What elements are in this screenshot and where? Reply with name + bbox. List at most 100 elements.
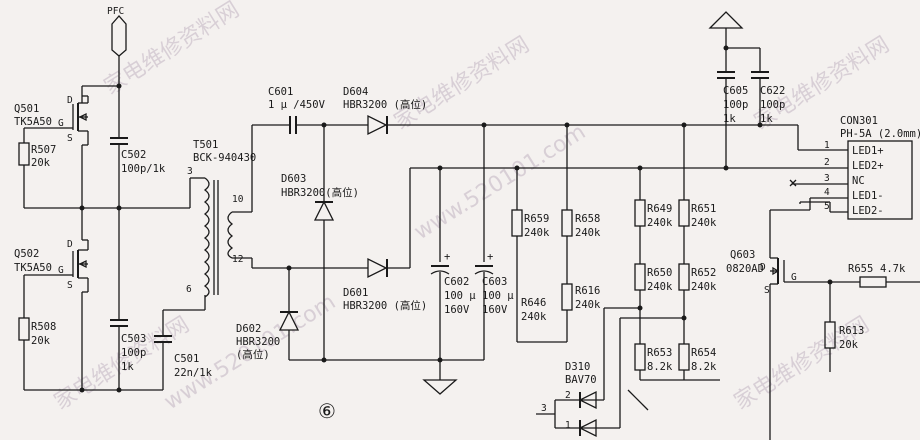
con301-pin-5: 5	[824, 201, 830, 212]
c503-voltage: 1k	[121, 361, 134, 373]
r653-ref: R653	[647, 347, 672, 359]
d603-value: HBR3200(高位)	[281, 186, 359, 199]
r646-value: 240k	[521, 311, 547, 323]
c503-ref: C503	[121, 333, 146, 345]
q501-part: TK5A50	[14, 116, 52, 128]
r649-r653-chain: R649 240k R650 240k R653 8.2k	[634, 165, 673, 380]
t501-pin3: 3	[187, 166, 193, 177]
c502-ref: C502	[121, 149, 146, 161]
t501-ref: T501	[193, 139, 218, 151]
d310-part: BAV70	[565, 374, 597, 386]
q502-source-label: S	[67, 280, 73, 291]
c602-value: 100 μ	[444, 290, 476, 302]
r652-value: 240k	[691, 281, 717, 293]
r649-ref: R649	[647, 203, 672, 215]
c622-value: 100p	[760, 99, 785, 111]
c602-voltage: 160V	[444, 304, 470, 316]
q603-ref: Q603	[730, 249, 755, 261]
r654-ref: R654	[691, 347, 716, 359]
c501-value: 22n/1k	[174, 367, 213, 379]
r508-ref: R508	[31, 321, 56, 333]
r616-value: 240k	[575, 299, 601, 311]
con301-pin-3: 3	[824, 173, 830, 184]
r616-ref: R616	[575, 285, 600, 297]
r649-value: 240k	[647, 217, 673, 229]
q502-gate-label: G	[58, 265, 64, 276]
r655: R655 4.7k	[848, 263, 920, 288]
q603-gate-label: G	[791, 272, 797, 283]
c605-ref: C605	[723, 85, 748, 97]
con301-part: PH-5A (2.0mm)	[840, 128, 920, 140]
c622: C622 100p 1k	[751, 48, 785, 128]
q603-mosfet: Q603 0820AD D G S	[726, 249, 860, 440]
q502-mosfet: Q502 TK5A50 G D S	[14, 208, 89, 390]
con301-pin-4: 4	[824, 187, 830, 198]
d310-pin2: 2	[565, 390, 571, 401]
c501: C501 22n/1k	[154, 295, 213, 390]
c603-ref: C603	[482, 276, 507, 288]
r658-value: 240k	[575, 227, 601, 239]
r652-ref: R652	[691, 267, 716, 279]
c603-value: 100 μ	[482, 290, 514, 302]
r658-ref: R658	[575, 213, 600, 225]
con301-pin-name: LED2+	[852, 160, 884, 172]
con301-pin-2: 2	[824, 157, 830, 168]
c603-capacitor: + C603 100 μ 160V	[474, 122, 514, 360]
d602-value: HBR3200	[236, 336, 280, 348]
r650-ref: R650	[647, 267, 672, 279]
c605-value: 100p	[723, 99, 748, 111]
r655-ref: R655	[848, 263, 873, 275]
d603-diode: D603 HBR3200(高位)	[281, 125, 359, 360]
c602-plus: +	[444, 251, 450, 263]
c601-ref: C601	[268, 86, 293, 98]
con301-pin-name: NC	[852, 175, 865, 187]
r508: R508 20k	[18, 274, 60, 390]
d602-diode: D602 HBR3200 (高位)	[236, 268, 300, 361]
d310-diode: D310 BAV70 2 1 3	[536, 307, 684, 438]
d601-diode: D601 HBR3200 (高位)	[343, 167, 810, 312]
q501-source-label: S	[67, 133, 73, 144]
q603-source-label: S	[764, 285, 770, 296]
c502-value: 100p/1k	[121, 163, 166, 175]
q501-gate-label: G	[58, 118, 64, 129]
q502-ref: Q502	[14, 248, 39, 260]
c605-voltage: 1k	[723, 113, 736, 125]
t501-pin6: 6	[186, 284, 192, 295]
t501-pin12: 12	[232, 254, 243, 265]
r659-value: 240k	[524, 227, 550, 239]
r651-ref: R651	[691, 203, 716, 215]
c501-ref: C501	[174, 353, 199, 365]
t501-pin10: 10	[232, 194, 244, 205]
d602-ref: D602	[236, 323, 261, 335]
d604-value: HBR3200 (高位)	[343, 98, 427, 111]
d310-ref: D310	[565, 361, 590, 373]
q502-drain-label: D	[67, 239, 73, 250]
q501-drain-label: D	[67, 95, 73, 106]
d604-ref: D604	[343, 86, 368, 98]
supply-terminal	[708, 11, 760, 51]
c503: C503 100p 1k	[110, 208, 146, 390]
c503-value: 100p	[121, 347, 146, 359]
c502: C502 100p/1k	[110, 137, 166, 208]
pfc-label: PFC	[107, 6, 124, 17]
d602-note: (高位)	[236, 348, 270, 361]
q502-part: TK5A50	[14, 262, 52, 274]
r646-ref: R646	[521, 297, 546, 309]
c603-voltage: 160V	[482, 304, 508, 316]
r650-value: 240k	[647, 281, 673, 293]
c602-capacitor: + C602 100 μ 160V	[430, 165, 476, 360]
d604-diode: D604 HBR3200 (高位)	[343, 86, 760, 136]
r613-value: 20k	[839, 339, 859, 351]
r651-value: 240k	[691, 217, 717, 229]
c622-ref: C622	[760, 85, 785, 97]
c622-voltage: 1k	[760, 113, 773, 125]
r658-r616-chain: R658 240k R616 240k	[561, 122, 601, 342]
d601-ref: D601	[343, 287, 368, 299]
r507: R507 20k	[18, 127, 60, 208]
r613-ref: R613	[839, 325, 864, 337]
q501-ref: Q501	[14, 103, 39, 115]
pfc-terminal: PFC	[107, 6, 127, 86]
c605: C605 100p 1k	[717, 48, 748, 171]
